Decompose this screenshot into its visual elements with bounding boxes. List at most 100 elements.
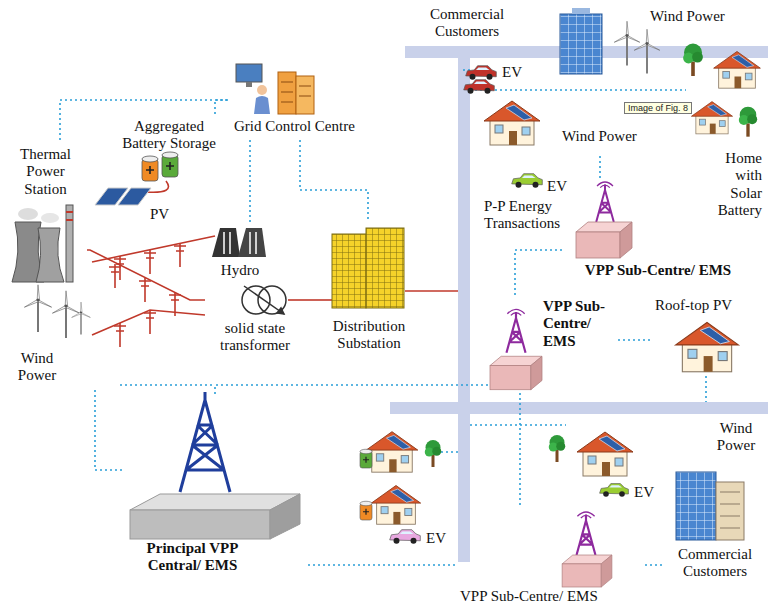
thermal-plant (41, 213, 59, 223)
substation-building (332, 234, 366, 308)
house (676, 322, 739, 371)
house (484, 101, 540, 145)
control-centre-icon (254, 96, 270, 114)
rooftop-pv-home: Roof-top PV (650, 295, 764, 377)
annotation-label: EV (547, 178, 571, 195)
comm-line (95, 390, 123, 470)
house (691, 102, 732, 134)
wind-turbine (614, 21, 660, 73)
vpp-sub-centre: VPP Sub-Centre/ EMS (455, 508, 645, 608)
commercial-building (716, 482, 744, 540)
wind-turbine (72, 302, 91, 334)
ev-car (466, 66, 497, 80)
node-label: Wind Power (650, 8, 760, 25)
hydro-dam (238, 228, 266, 257)
house (577, 432, 633, 476)
node-label: PV (150, 206, 172, 223)
utility-pole (109, 264, 121, 288)
control-centre-icon (236, 64, 262, 82)
vpp-sub-centre: VPP Sub- Centre/ EMS (488, 295, 617, 393)
road (390, 46, 768, 562)
ev-car (600, 484, 629, 497)
node-label: Grid Control Centre (234, 118, 368, 135)
image-tooltip: Image of Fig. 8 (624, 102, 692, 114)
commercial-building (676, 472, 744, 540)
tree (425, 440, 442, 467)
hydro-dam (212, 228, 240, 257)
principal-tower (130, 392, 300, 539)
vpp-sub-centre (490, 309, 542, 389)
annotation-label: EV (502, 64, 526, 81)
ev-car (464, 80, 495, 94)
wind-site: Wind Power (612, 4, 764, 92)
principal-tower (180, 392, 230, 492)
ev-home: EV (358, 478, 456, 550)
commercial-building (560, 8, 602, 74)
vpp-sub-centre: VPP Sub-Centre/ EMS (564, 178, 752, 282)
utility-pole (144, 250, 156, 274)
control-centre: Grid Control Centre (228, 60, 370, 140)
comm-line (645, 564, 662, 566)
comm-line (470, 89, 686, 91)
wind-turbine (52, 291, 79, 338)
utility-pole (139, 278, 151, 302)
vpp-sub-centre (506, 309, 525, 352)
thermal-plant (36, 228, 64, 282)
power-line (92, 310, 205, 335)
power-line (92, 181, 458, 335)
power-station: Thermal Power Station (5, 140, 87, 285)
battery-icon (162, 152, 178, 177)
power-line (305, 299, 318, 301)
battery-icon (142, 152, 178, 181)
battery-icon (360, 501, 372, 520)
ev-car (390, 530, 421, 544)
road (458, 46, 470, 562)
transformer-symbol (242, 286, 270, 314)
comm-line (705, 376, 707, 402)
tree (739, 107, 757, 137)
house (371, 486, 420, 525)
power-line (87, 250, 205, 300)
hydro-plant: Hydro (205, 222, 273, 284)
thermal-plant (66, 205, 73, 282)
battery-icon (142, 156, 158, 181)
node-label: EV (426, 530, 452, 547)
comm-line (300, 140, 368, 222)
control-centre-icon (278, 72, 296, 114)
node-label: Roof-top PV (655, 297, 755, 314)
commercial-building (720, 492, 740, 528)
control-centre-icon (296, 76, 314, 114)
node-label: Wind Power (710, 420, 762, 455)
wind-turbine (24, 285, 51, 332)
wind-site: Wind Power (708, 418, 764, 462)
comm-line (515, 250, 564, 295)
node-label: VPP Sub-Centre/ EMS (460, 588, 635, 605)
solar-home: Home with Solar Battery (688, 96, 764, 246)
control-centre-icon (257, 85, 267, 95)
substation-building (366, 228, 404, 308)
wind-turbine (614, 21, 640, 65)
node-label: Principal VPP Central/ EMS (125, 540, 260, 575)
annotation-label: P-P Energy Transactions (484, 198, 579, 233)
transformer: solid state transformer (205, 280, 305, 360)
tree (549, 435, 566, 462)
comm-line (120, 70, 706, 452)
commercial-building (572, 8, 590, 14)
principal-vpp: Principal VPP Central/ EMS (123, 395, 307, 585)
commercial-site: Commercial Customers (662, 464, 764, 586)
tree (683, 44, 703, 76)
transformer-symbol (258, 286, 286, 314)
control-centre-icon (236, 64, 314, 114)
utility-pole (174, 243, 186, 267)
control-centre-icon (246, 82, 252, 87)
vpp-sub-centre (596, 182, 614, 222)
node-label: Commercial Customers (412, 6, 522, 41)
ev-home: EV (548, 425, 660, 507)
vpp-sub-centre (562, 512, 612, 587)
connector-group (60, 100, 662, 565)
wind-turbine (634, 29, 660, 73)
battery-icon (360, 449, 372, 468)
principal-tower (270, 494, 300, 539)
